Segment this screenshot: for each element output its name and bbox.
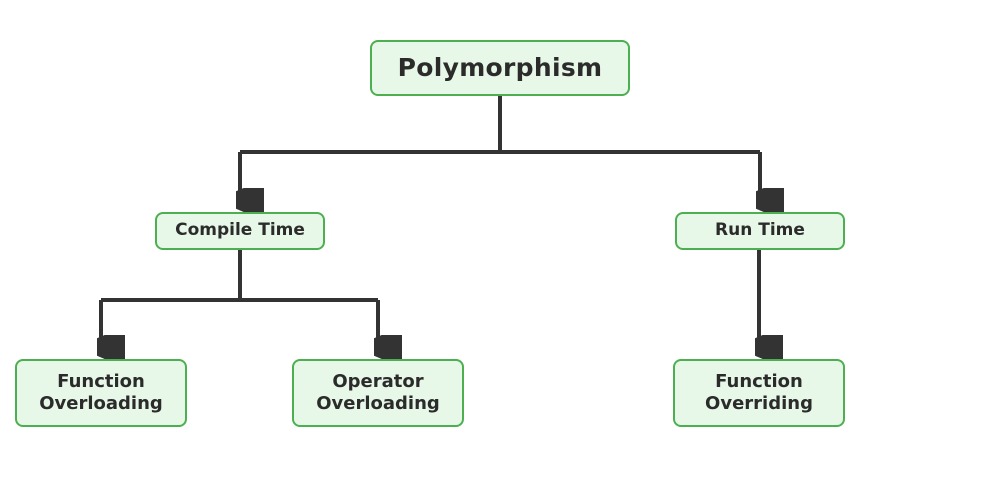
node-compile-time: Compile Time [155,212,325,250]
node-function-overriding: Function Overriding [673,359,845,427]
node-function-overloading: Function Overloading [15,359,187,427]
node-operator-overloading: Operator Overloading [292,359,464,427]
node-run-time: Run Time [675,212,845,250]
node-polymorphism: Polymorphism [370,40,630,96]
